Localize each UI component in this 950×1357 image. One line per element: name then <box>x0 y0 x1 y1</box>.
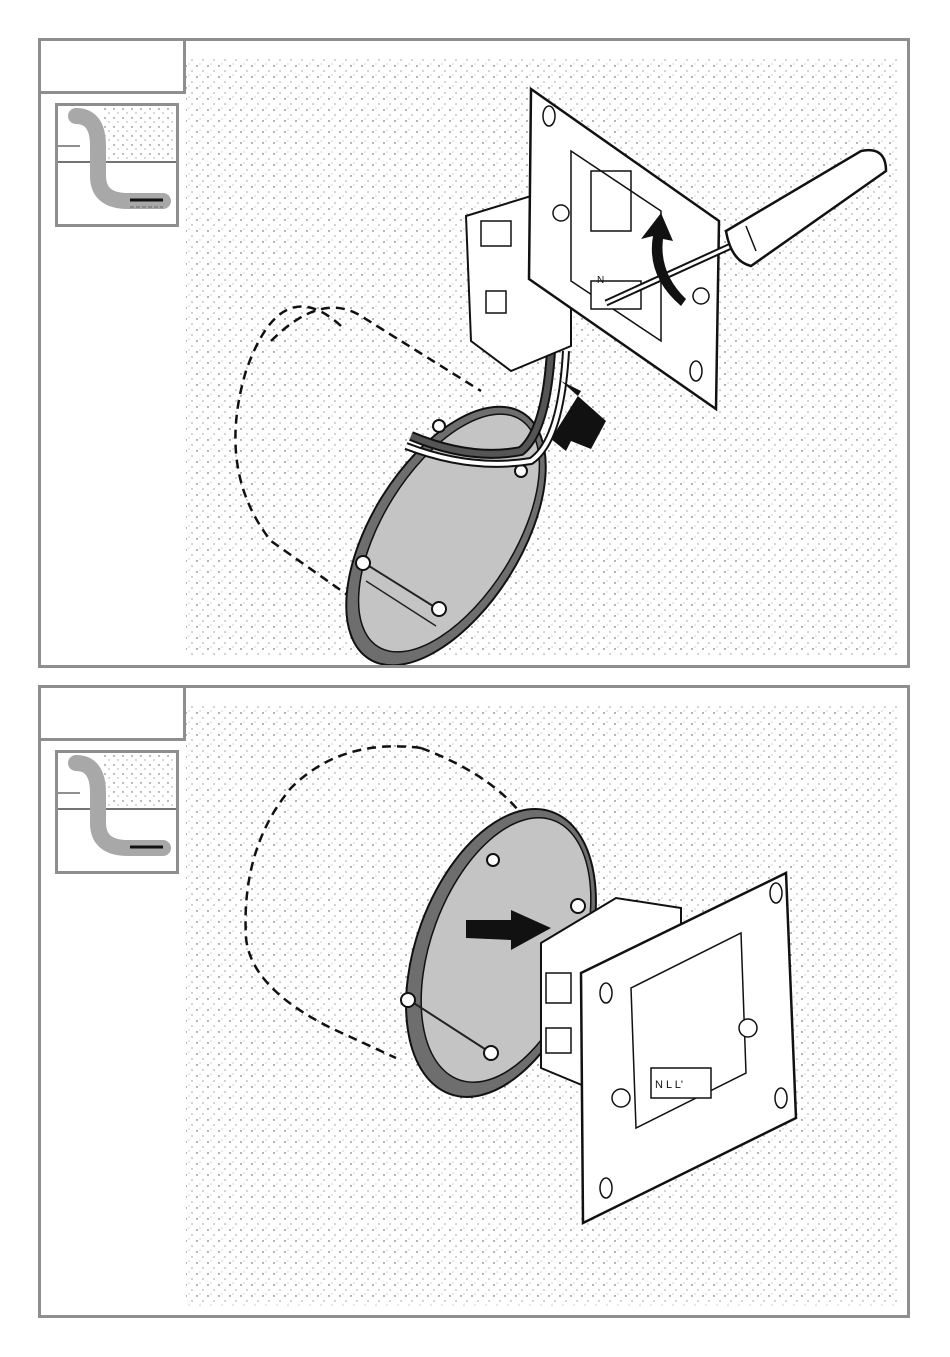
terminal-marking-2: N L L' <box>655 1079 683 1091</box>
step-panel-1: N <box>38 38 910 668</box>
insert-into-wall-box-illustration: N L L' <box>41 688 907 1315</box>
remove-insert-and-feed-wires-illustration: N <box>41 41 907 665</box>
terminal-marking-1: N <box>597 275 604 286</box>
step-panel-2: N L L' <box>38 685 910 1318</box>
